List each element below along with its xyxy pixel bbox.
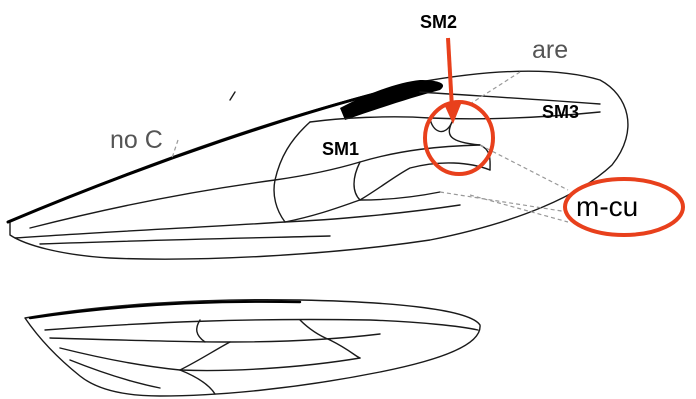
hindwing-vein xyxy=(45,319,478,330)
forewing-vein xyxy=(15,205,460,238)
hindwing-vein xyxy=(70,360,160,388)
sm2-label: SM2 xyxy=(420,12,457,32)
hindwing-vein xyxy=(330,340,360,358)
hindwing-vein xyxy=(180,370,215,394)
are-label: are xyxy=(532,36,568,64)
hindwing-vein xyxy=(197,320,205,342)
hindwing-outline xyxy=(25,300,480,396)
m-cu-pointer xyxy=(440,192,568,212)
forewing-vein xyxy=(40,236,330,244)
m-cu-pointer xyxy=(480,145,568,190)
hindwing xyxy=(25,300,480,396)
m-cu-label: m-cu xyxy=(576,191,638,222)
are-pointer xyxy=(470,72,520,104)
sm2-arrow-shaft xyxy=(448,38,452,108)
annotations xyxy=(425,38,683,235)
no-c-label: no C xyxy=(110,126,163,154)
forewing-vein xyxy=(430,118,452,132)
forewing-vein xyxy=(274,122,310,222)
forewing xyxy=(8,71,628,259)
hindwing-vein xyxy=(180,342,230,370)
forewing-vein xyxy=(285,163,490,222)
hindwing-costa xyxy=(30,302,300,318)
sm3-label: SM3 xyxy=(542,102,579,122)
hindwing-vein xyxy=(60,348,360,371)
hindwing-vein xyxy=(300,320,330,340)
forewing-vein xyxy=(354,162,360,200)
forewing-vein xyxy=(230,92,235,100)
sm2-arrowhead xyxy=(444,104,461,124)
sm1-label: SM1 xyxy=(322,139,359,159)
